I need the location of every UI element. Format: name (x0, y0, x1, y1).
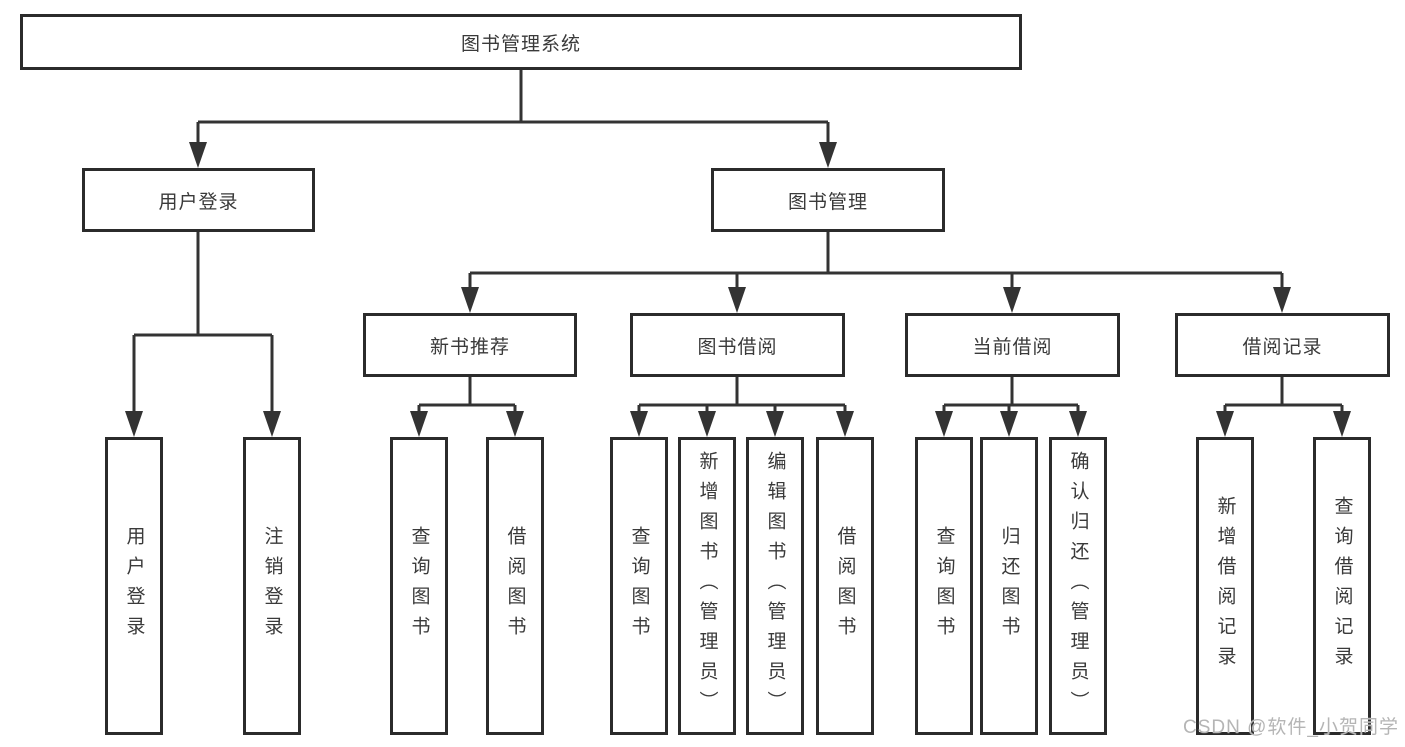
node-leaf-add-books-admin: 新增图书（管理员） (678, 437, 736, 735)
branch-book-management (468, 232, 1284, 289)
node-leaf-edit-books-admin: 编辑图书（管理员） (746, 437, 804, 735)
node-label: 图书管理 (787, 191, 868, 213)
node-leaf-query-books-1: 查询图书 (390, 437, 448, 735)
node-leaf-logout: 注销登录 (243, 437, 301, 735)
branch-borrow-records (1223, 377, 1344, 413)
node-label: 新增图书（管理员） (696, 451, 718, 721)
node-leaf-add-borrow-record: 新增借阅记录 (1196, 437, 1254, 735)
node-label: 借阅记录 (1242, 336, 1323, 358)
branch-root (196, 70, 830, 144)
node-leaf-borrow-books-2: 借阅图书 (816, 437, 874, 735)
node-label: 查询图书 (628, 526, 650, 646)
node-label: 借阅图书 (504, 526, 526, 646)
branch-current-borrow (942, 377, 1080, 413)
node-label: 编辑图书（管理员） (764, 451, 786, 721)
node-label: 查询图书 (408, 526, 430, 646)
node-label: 图书管理系统 (460, 33, 581, 55)
node-label: 归还图书 (998, 526, 1020, 646)
node-leaf-query-books-3: 查询图书 (915, 437, 973, 735)
node-library-management-system: 图书管理系统 (20, 14, 1022, 70)
node-label: 当前借阅 (972, 336, 1053, 358)
watermark-text: CSDN @软件_小贺同学 (1183, 717, 1399, 738)
node-borrow-records: 借阅记录 (1175, 313, 1390, 377)
node-book-management: 图书管理 (711, 168, 945, 232)
branch-new-book (417, 377, 517, 413)
arrowheads (125, 142, 1351, 437)
node-label: 新书推荐 (429, 336, 510, 358)
node-label: 查询图书 (933, 526, 955, 646)
node-new-book-recommend: 新书推荐 (363, 313, 577, 377)
node-label: 新增借阅记录 (1214, 496, 1236, 676)
node-book-borrow: 图书借阅 (630, 313, 845, 377)
node-leaf-borrow-books-1: 借阅图书 (486, 437, 544, 735)
node-user-login-group: 用户登录 (82, 168, 315, 232)
node-leaf-user-login: 用户登录 (105, 437, 163, 735)
node-label: 图书借阅 (697, 336, 778, 358)
node-current-borrow: 当前借阅 (905, 313, 1120, 377)
node-leaf-return-books: 归还图书 (980, 437, 1038, 735)
branch-book-borrow (637, 377, 847, 413)
node-label: 确认归还（管理员） (1067, 451, 1089, 721)
node-label: 查询借阅记录 (1331, 496, 1353, 676)
node-label: 借阅图书 (834, 526, 856, 646)
branch-user-login (132, 232, 274, 413)
node-label: 用户登录 (123, 526, 145, 646)
node-leaf-query-borrow-record: 查询借阅记录 (1313, 437, 1371, 735)
node-label: 注销登录 (261, 526, 283, 646)
node-label: 用户登录 (158, 191, 239, 213)
node-leaf-query-books-2: 查询图书 (610, 437, 668, 735)
node-leaf-confirm-return-admin: 确认归还（管理员） (1049, 437, 1107, 735)
